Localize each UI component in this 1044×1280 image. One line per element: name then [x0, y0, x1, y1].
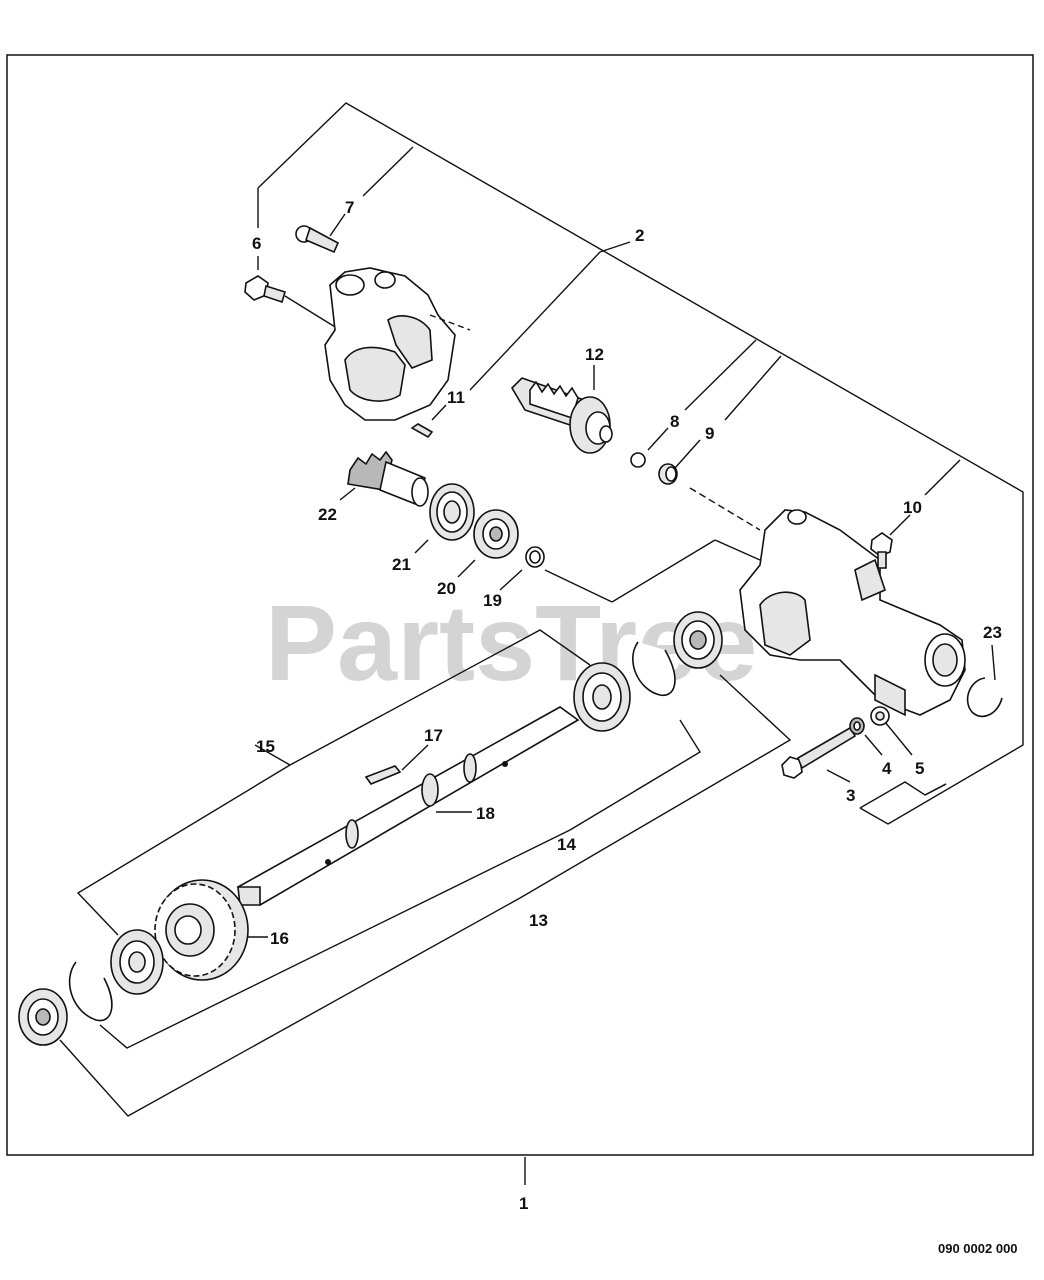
bolt-3-icon — [781, 726, 857, 779]
circlip-lower-icon — [68, 961, 113, 1022]
callout-19: 19 — [483, 591, 502, 610]
callout-10: 10 — [903, 498, 922, 517]
gear-housing-main — [739, 509, 966, 717]
pinion-22-icon — [347, 450, 429, 507]
seal-lower-icon — [18, 988, 68, 1046]
circlip-23-icon — [966, 677, 1003, 718]
callout-2: 2 — [635, 226, 644, 245]
seal-20-icon — [473, 509, 519, 559]
bolt-10-icon — [870, 532, 893, 569]
callout-23: 23 — [983, 623, 1002, 642]
callout-21: 21 — [392, 555, 411, 574]
drawing-code: 090 0002 000 — [938, 1241, 1018, 1256]
bearing-15-lower-icon — [110, 929, 164, 995]
bolt-6-icon — [244, 275, 286, 304]
callout-6: 6 — [252, 234, 261, 253]
washer-5-icon — [870, 706, 890, 726]
callout-4: 4 — [882, 759, 892, 778]
callout-1: 1 — [519, 1194, 528, 1213]
callout-5: 5 — [915, 759, 924, 778]
callout-22: 22 — [318, 505, 337, 524]
diagram-frame — [6, 54, 1034, 1156]
callout-16: 16 — [270, 929, 289, 948]
shaft-18-icon — [236, 706, 580, 906]
callout-13: 13 — [529, 911, 548, 930]
bearing-15-upper-icon — [573, 662, 631, 732]
bearing-21-icon — [429, 483, 475, 541]
callout-11: 11 — [447, 388, 465, 407]
callout-15: 15 — [256, 737, 275, 756]
bearing-right-icon — [673, 611, 723, 669]
callout-18: 18 — [476, 804, 495, 823]
bushing-9-icon — [658, 463, 678, 485]
callout-7: 7 — [345, 198, 354, 217]
lock-washer-4-icon — [849, 717, 865, 735]
bolt-7-icon — [295, 225, 340, 254]
callout-12: 12 — [585, 345, 604, 364]
callout-labels: 1 2 3 4 5 6 7 8 9 10 11 12 13 14 15 16 1… — [252, 198, 1002, 1213]
upper-housing-cover — [324, 267, 471, 421]
leader-lines — [59, 102, 1024, 1185]
key-17-icon — [364, 765, 402, 785]
callout-8: 8 — [670, 412, 679, 431]
callout-14: 14 — [557, 835, 576, 854]
callout-20: 20 — [437, 579, 456, 598]
circlip-right-icon — [632, 641, 676, 697]
callout-9: 9 — [705, 424, 714, 443]
ring-8-icon — [630, 452, 646, 468]
gear-16-icon — [154, 879, 249, 981]
gear-shaft-12-icon — [510, 377, 613, 454]
snap-ring-19-icon — [525, 546, 545, 568]
pin-11-icon — [410, 423, 434, 439]
callout-3: 3 — [846, 786, 855, 805]
callout-17: 17 — [424, 726, 443, 745]
